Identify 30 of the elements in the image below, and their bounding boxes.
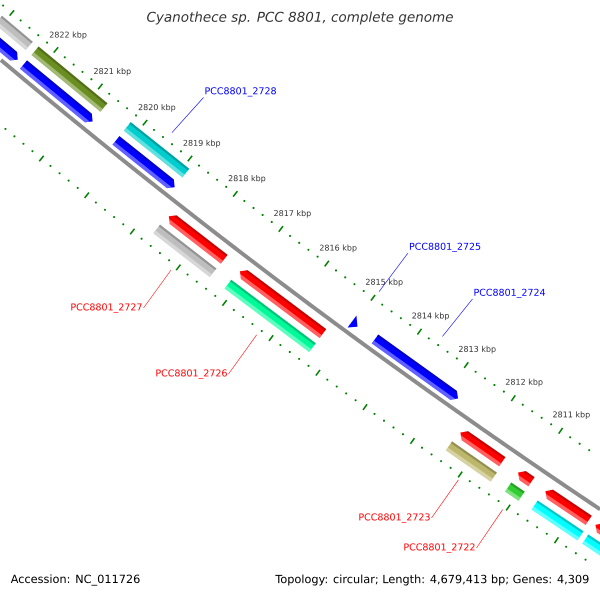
scale-label: 2817 kbp [274, 210, 311, 218]
footer-text: Topology: circular; Length: 4,679,413 bp; Genes: 4,309 [275, 574, 589, 586]
leader-line [172, 97, 204, 133]
gene-bar [446, 441, 497, 482]
leader-line [228, 334, 257, 374]
gene-bar [153, 224, 216, 278]
gene-label: PCC8801_2725 [410, 242, 480, 252]
leader-line [378, 252, 408, 292]
scale-label: 2811 kbp [553, 411, 590, 419]
leader-line [143, 270, 172, 308]
gene-label: PCC8801_2728 [205, 87, 276, 96]
gene-marker [348, 315, 358, 328]
gene-label: PCC8801_2724 [474, 288, 546, 298]
gene-bar [224, 280, 316, 352]
gene-label: PCC8801_2722 [404, 543, 475, 553]
gene-bar [372, 334, 458, 400]
gene-label: PCC8801_2726 [156, 369, 227, 379]
leader-line [476, 509, 503, 548]
gene-label: PCC8801_2723 [359, 513, 430, 523]
scale-label: 2822 kbp [50, 31, 86, 40]
scale-label: 2815 kbp [366, 278, 403, 286]
gene-bar [505, 482, 525, 501]
scale-label: 2819 kbp [184, 140, 220, 148]
footer-text: Accession: NC_011726 [10, 574, 140, 586]
scale-label: 2821 kbp [94, 68, 131, 76]
title: Cyanothece sp. PCC 8801, complete genome [147, 11, 453, 25]
scale-label: 2812 kbp [506, 378, 543, 386]
gene-label: PCC8801_2727 [71, 303, 142, 313]
leader-line [431, 480, 459, 518]
scale-label: 2818 kbp [228, 175, 266, 183]
